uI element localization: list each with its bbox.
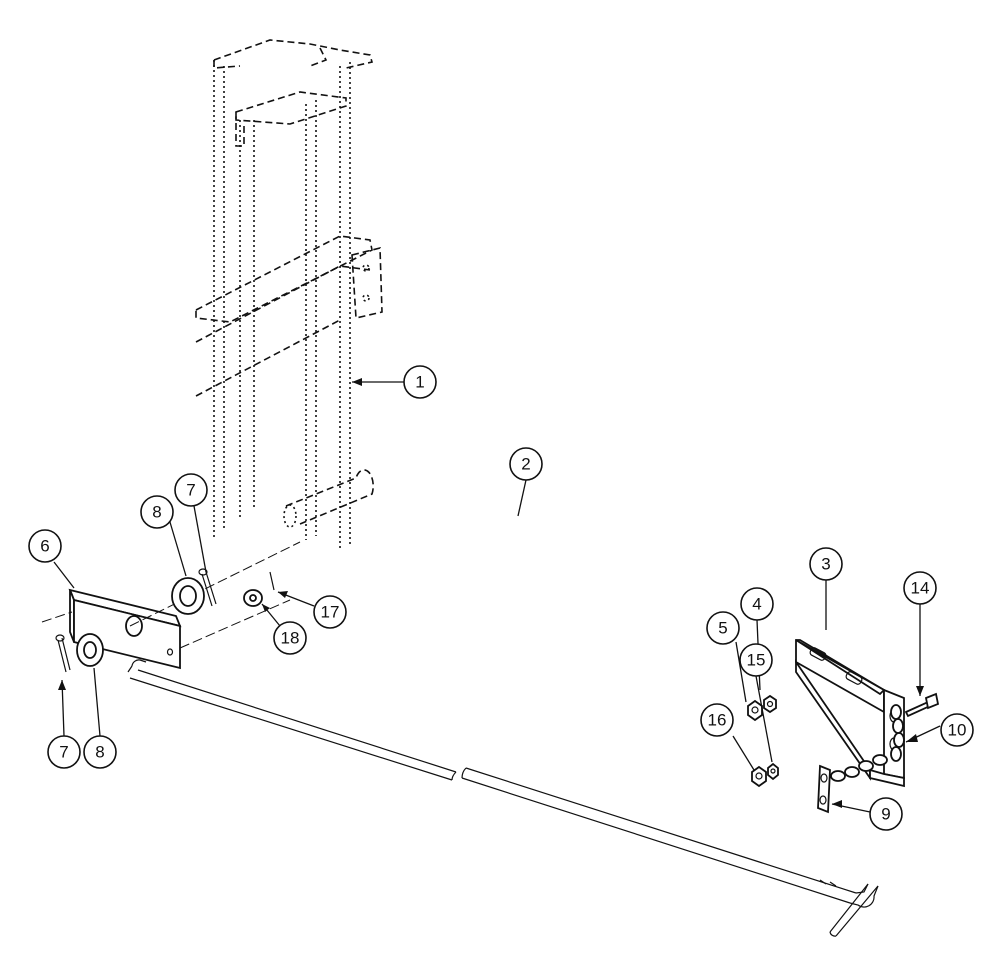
hook [817,764,831,814]
svg-text:7: 7 [186,481,195,500]
callout-6: 6 [28,529,62,563]
svg-text:5: 5 [718,619,727,638]
svg-text:4: 4 [752,595,761,614]
chain [830,704,905,782]
leader-lines [53,378,941,813]
callout-18: 18 [273,621,307,655]
cotter-pin-lower [55,634,71,673]
callout-3: 3 [809,547,843,581]
svg-text:2: 2 [521,455,530,474]
bracket [795,639,905,788]
callout-7-lower: 7 [47,735,81,769]
callout-15: 15 [739,643,773,677]
svg-text:1: 1 [415,373,424,392]
svg-text:6: 6 [40,537,49,556]
callout-14: 14 [903,571,937,605]
callout-16: 16 [700,703,734,737]
callout-1: 1 [403,365,437,399]
svg-text:10: 10 [948,721,967,740]
callout-7-upper: 7 [174,473,208,507]
svg-text:9: 9 [881,805,890,824]
plate [68,588,182,670]
rod [127,659,879,937]
nut-5 [747,699,763,722]
svg-text:8: 8 [95,743,104,762]
svg-text:16: 16 [708,711,727,730]
washer-upper [171,577,205,615]
callout-4: 4 [740,587,774,621]
svg-text:8: 8 [152,503,161,522]
callout-5: 5 [706,611,740,645]
washer-small [243,589,263,607]
svg-text:17: 17 [321,603,340,622]
callout-2: 2 [509,447,543,481]
svg-text:3: 3 [821,555,830,574]
svg-text:7: 7 [59,743,68,762]
cotter-pin-small [269,571,275,591]
washer-lower [76,633,104,667]
nut-4 [763,694,777,714]
nut-16 [751,765,767,788]
mast-assembly [195,39,383,548]
callout-9: 9 [869,797,903,831]
callout-8-lower: 8 [83,735,117,769]
svg-text:15: 15 [747,651,766,670]
cotter-pin-upper [198,568,217,607]
callout-17: 17 [313,595,347,629]
nut-15 [767,762,779,781]
bolt [904,692,940,718]
svg-text:14: 14 [911,579,930,598]
svg-text:18: 18 [281,629,300,648]
callout-10: 10 [940,713,974,747]
callout-8-upper: 8 [140,495,174,529]
